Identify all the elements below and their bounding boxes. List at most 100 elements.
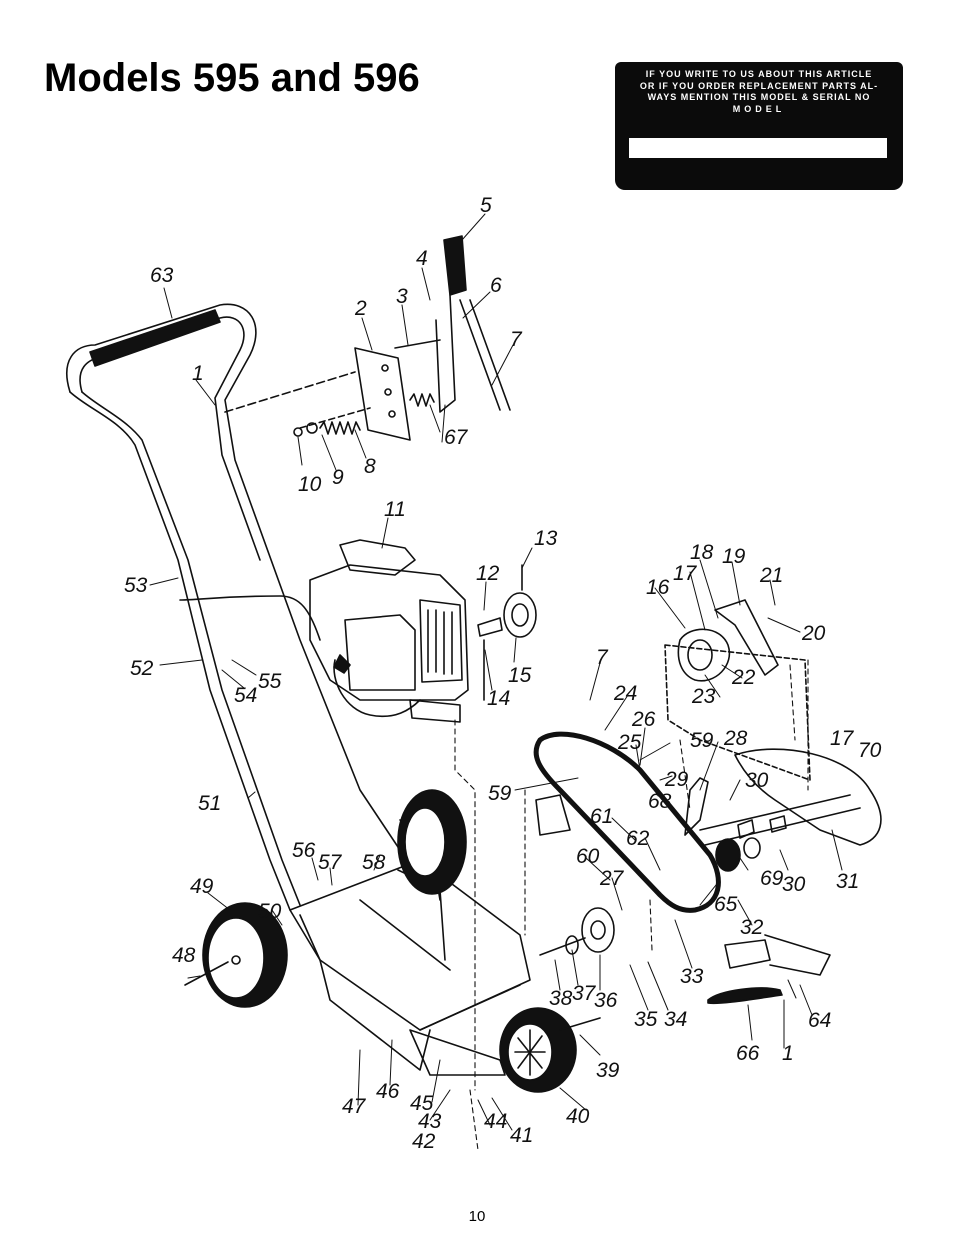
handle: [66, 303, 401, 911]
model-serial-field: [629, 138, 887, 158]
part-label: 65: [714, 893, 738, 916]
left-wheel: [184, 902, 288, 1008]
part-label: 47: [342, 1095, 367, 1118]
part-label: 56: [292, 839, 316, 862]
part-label: 9: [332, 466, 344, 489]
handle-grip: [89, 309, 221, 367]
part-label: 62: [626, 827, 650, 850]
part-label: 60: [576, 845, 600, 868]
part-label: 49: [190, 875, 214, 898]
plate-line-model: MODEL: [732, 103, 786, 114]
part-label: 23: [691, 685, 716, 708]
control-plate: [224, 347, 411, 441]
part-label: 26: [631, 708, 656, 731]
plate-line: WAYS MENTION THIS MODEL & SERIAL NO: [647, 92, 871, 102]
part-label: 33: [680, 965, 704, 988]
part-label: 57: [318, 851, 343, 874]
rear-wheel: [397, 789, 467, 895]
part-label: 4: [416, 247, 428, 270]
part-label: 6: [490, 274, 502, 297]
spring: [293, 339, 441, 437]
part-label: 59: [690, 729, 714, 752]
part-label: 64: [808, 1009, 831, 1032]
part-label: 7: [510, 328, 523, 351]
part-label: 50: [258, 900, 282, 923]
part-label: 44: [484, 1110, 507, 1133]
part-label: 31: [836, 870, 859, 893]
part-label: 21: [759, 564, 783, 587]
part-label: 14: [487, 687, 510, 710]
part-label: 30: [782, 873, 806, 896]
part-label: 55: [258, 670, 282, 693]
part-label: 61: [590, 805, 613, 828]
assembly-lines: [454, 659, 809, 1151]
part-label: 38: [549, 987, 573, 1010]
part-label: 25: [617, 731, 642, 754]
page-number: 10: [468, 1208, 486, 1225]
part-label: 53: [124, 574, 148, 597]
part-label: 66: [736, 1042, 760, 1065]
leader-lines: [149, 213, 843, 1131]
part-label: 37: [572, 982, 597, 1005]
part-label: 29: [664, 768, 689, 791]
plate-line: OR IF YOU ORDER REPLACEMENT PARTS AL-: [639, 80, 879, 91]
part-label: 8: [364, 455, 376, 478]
front-wheel: [499, 1007, 601, 1093]
part-label: 36: [594, 989, 618, 1012]
model-serial-plate: IF YOU WRITE TO US ABOUT THIS ARTICLE OR…: [615, 62, 903, 190]
part-label: 40: [566, 1105, 590, 1128]
part-label: 48: [172, 944, 196, 967]
part-label: 35: [634, 1008, 658, 1031]
part-labels: 1 1 2 3 4 5 6 7 7 8 9 10 11 12 13 14 15 …: [124, 194, 882, 1153]
part-label: 70: [858, 739, 882, 762]
part-label: 17: [673, 562, 698, 585]
part-label: 12: [476, 562, 500, 585]
part-label: 69: [760, 867, 784, 890]
part-label: 16: [646, 576, 670, 599]
part-label: 10: [298, 473, 322, 496]
part-label: 43: [418, 1110, 442, 1133]
plate-text: IF YOU WRITE TO US ABOUT THIS ARTICLE OR…: [625, 69, 893, 115]
part-label: 15: [508, 664, 532, 687]
blade-guard: [699, 748, 882, 846]
part-label: 46: [376, 1080, 400, 1103]
part-label: 22: [731, 666, 756, 689]
part-label: 7: [596, 646, 609, 669]
deflector: [707, 934, 831, 1005]
part-label: 32: [740, 916, 764, 939]
part-label: 51: [198, 792, 221, 815]
part-label: 54: [234, 684, 257, 707]
engine: [309, 539, 469, 723]
part-label: 27: [599, 867, 625, 890]
part-label: 34: [664, 1008, 687, 1031]
belt-housing: [664, 599, 811, 781]
part-label: 68: [648, 790, 672, 813]
part-label: 11: [384, 498, 406, 521]
part-label: 39: [596, 1059, 620, 1082]
control-lever: [435, 235, 511, 413]
engine-pulley: [477, 564, 537, 701]
part-label: 5: [480, 194, 492, 217]
part-label: 63: [150, 264, 174, 287]
part-label: 20: [801, 622, 826, 645]
part-label: 52: [130, 657, 154, 680]
part-label: 67: [444, 426, 469, 449]
drive-belt: [533, 731, 721, 913]
blade-shaft: [684, 777, 787, 872]
part-label: 58: [362, 851, 386, 874]
part-label: 18: [690, 541, 714, 564]
part-label: 17: [830, 727, 855, 750]
part-label: 24: [613, 682, 637, 705]
part-label: 41: [510, 1124, 533, 1147]
part-label: 13: [534, 527, 558, 550]
part-label: 42: [412, 1130, 436, 1153]
part-label: 1: [782, 1042, 794, 1065]
plate-line: IF YOU WRITE TO US ABOUT THIS ARTICLE: [645, 69, 873, 79]
part-label: 30: [745, 769, 769, 792]
part-label: 3: [396, 285, 408, 308]
page-title: Models 595 and 596: [44, 56, 420, 100]
part-label: 59: [488, 782, 512, 805]
part-label: 2: [354, 297, 367, 320]
part-label: 1: [192, 362, 204, 385]
